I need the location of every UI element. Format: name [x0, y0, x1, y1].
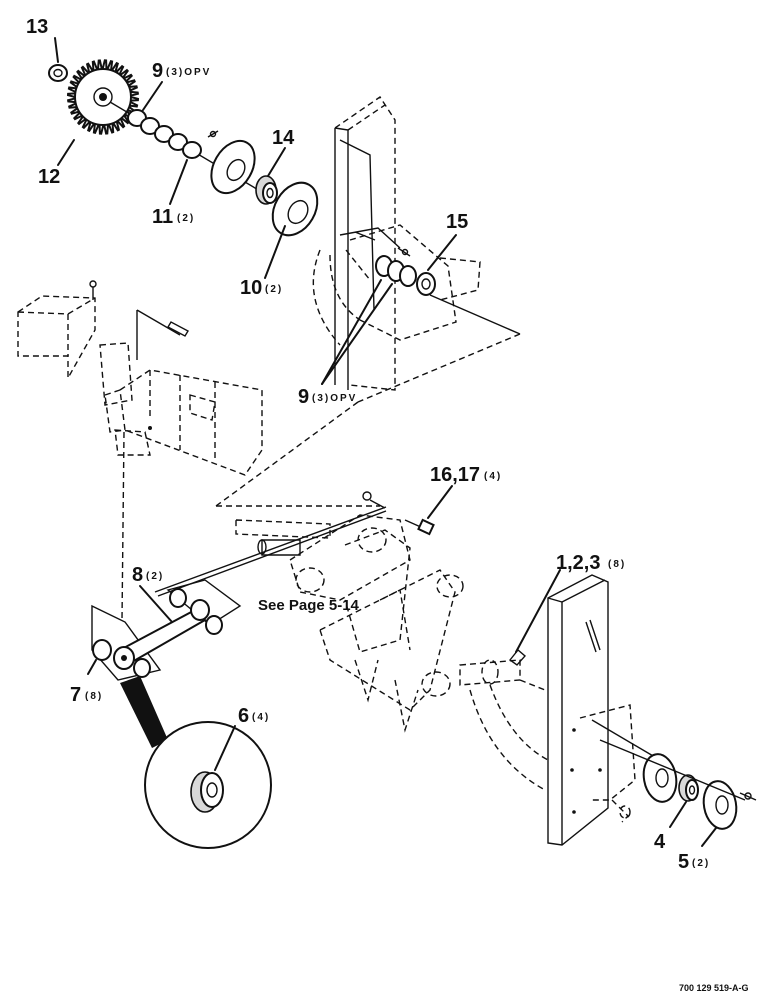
callout-10: 10 (2) — [240, 277, 283, 299]
bearing-14 — [255, 175, 278, 205]
nut-13 — [48, 64, 68, 82]
callout-5: 5 (2) — [678, 851, 710, 873]
detail-bubble-bearing-6 — [120, 676, 272, 849]
see-page-reference: See Page 5-14 — [258, 597, 360, 614]
callout-6: 6 (4) — [238, 705, 270, 727]
svg-text:16,17: 16,17 — [430, 464, 480, 486]
svg-text:(8): (8) — [608, 559, 626, 570]
svg-text:9: 9 — [152, 60, 163, 82]
svg-text:5: 5 — [678, 851, 689, 873]
plate-right-top — [439, 257, 481, 301]
callout-9-top: 9 (3)OPV — [152, 60, 211, 82]
bearing-flange-11 — [207, 130, 256, 195]
drawing-number: 700 129 519-A-G — [679, 983, 749, 993]
callout-7: 7 (8) — [70, 684, 103, 706]
upright-frame-top — [312, 96, 457, 391]
callout-4: 4 — [654, 831, 666, 853]
callout-9-mid: 9 (3)OPV — [298, 386, 357, 408]
svg-text:6: 6 — [238, 705, 249, 727]
washer-15 — [416, 272, 436, 296]
svg-text:(2): (2) — [265, 284, 283, 295]
sprocket-12 — [66, 59, 140, 135]
svg-text:(3)OPV: (3)OPV — [166, 67, 211, 78]
leader-lines — [54, 37, 717, 847]
svg-text:9: 9 — [298, 386, 309, 408]
ref-line-vertical — [121, 431, 125, 621]
bearing-flange-10 — [271, 181, 319, 237]
callout-14: 14 — [272, 127, 295, 149]
callout-1-2-3: 1,2,3 (8) — [556, 552, 626, 574]
callout-8: 8 (2) — [132, 564, 164, 586]
svg-text:1,2,3: 1,2,3 — [556, 552, 600, 574]
svg-text:(8): (8) — [85, 691, 103, 702]
idler-arm-8 — [91, 579, 242, 681]
svg-text:10: 10 — [240, 277, 262, 299]
svg-text:(3)OPV: (3)OPV — [312, 393, 357, 404]
bearing-4 — [678, 774, 699, 802]
spacer-washers-9-mid — [375, 255, 417, 287]
svg-text:7: 7 — [70, 684, 81, 706]
idler-arm-assembly — [154, 491, 521, 733]
callout-15: 15 — [446, 211, 468, 233]
callout-13: 13 — [26, 16, 48, 38]
callout-11: 11 (2) — [152, 206, 195, 228]
svg-text:(4): (4) — [484, 471, 502, 482]
callout-12: 12 — [38, 166, 60, 188]
callout-16-17: 16,17 (4) — [430, 464, 502, 486]
svg-text:(2): (2) — [692, 858, 710, 869]
mounting-bracket-left — [17, 280, 263, 476]
svg-text:11: 11 — [152, 206, 173, 228]
bolt-1-2-3 — [508, 648, 526, 666]
upright-frame-bottom — [469, 574, 661, 846]
svg-text:(4): (4) — [252, 712, 270, 723]
spacer-washers-9-top — [127, 109, 202, 159]
svg-text:(2): (2) — [177, 213, 195, 224]
svg-text:8: 8 — [132, 564, 143, 586]
svg-text:(2): (2) — [146, 571, 164, 582]
